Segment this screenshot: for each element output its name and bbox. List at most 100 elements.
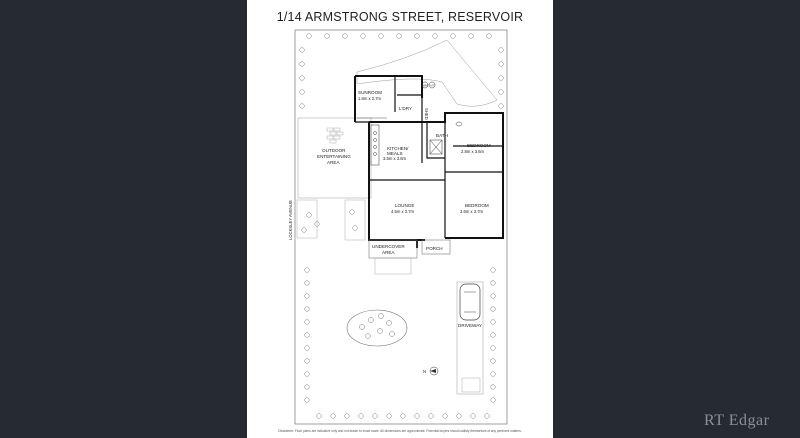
tree-icon [490,397,496,403]
tree-icon [490,332,496,338]
kitchen-size: 3.5m x 3.6m [383,156,407,161]
street-label: LOCKSLEY AVENUE [288,200,293,240]
porch-label: PORCH [426,246,443,251]
sunroom-size: 1.8m x 2.7m [358,96,382,101]
north-arrow-icon [429,366,439,376]
tree-icon [490,319,496,325]
sunroom-label: SUNROOM [358,90,382,95]
tree-icon [304,345,310,351]
undercover-label: UNDERCOVER [372,244,405,249]
tree-icon [304,358,310,364]
undercover-label-2: AREA [382,250,395,255]
tree-icon [342,33,348,39]
tree-icon [304,267,310,273]
tree-icon [324,33,330,39]
tree-icon [304,293,310,299]
tree-icon [490,358,496,364]
undercover-area-outline [368,239,418,259]
kitchen-label-2: MEALS [387,151,403,156]
disclaimer-text: Disclaimer: Floor plans are indicative o… [278,429,522,433]
tree-icon [486,33,492,39]
side-garden [296,199,318,239]
garden-bed-trees [359,313,395,339]
tree-icon [414,33,420,39]
side-garden-2 [344,199,366,241]
tree-icon [442,413,448,419]
shed-label: SHED [424,108,429,120]
tree-icon [490,280,496,286]
tree-icon [358,413,364,419]
garden-bed [346,309,408,347]
lounge-label: LOUNGE [395,203,414,208]
bedroom1-label: BEDROOM [467,143,491,148]
tree-icon [306,33,312,39]
tree-icon [490,306,496,312]
bath-fixtures [429,121,463,155]
tree-icon [386,413,392,419]
tree-icon [330,413,336,419]
tree-icon [396,33,402,39]
tree-icon [304,371,310,377]
bath-label: BATH [436,133,448,138]
tree-icon [304,319,310,325]
tree-icon [304,397,310,403]
tree-icon [352,225,358,231]
house-walls [354,75,504,248]
tree-icon [299,47,305,53]
tree-icon [378,33,384,39]
outdoor-label-3: AREA [327,160,340,165]
tree-icon [498,89,504,95]
undercover-paving [374,257,412,275]
tree-icon [470,413,476,419]
tree-icon [490,345,496,351]
tree-icon [304,280,310,286]
tree-icon [316,413,322,419]
tree-icon [456,413,462,419]
tree-icon [299,89,305,95]
hot-water-icon [428,81,436,89]
porch-outline [421,239,451,255]
tree-icon [468,33,474,39]
brand-logo: RT Edgar [704,412,770,429]
tree-icon [400,413,406,419]
tree-icon [450,33,456,39]
tree-icon [432,33,438,39]
tree-icon [301,227,307,233]
bedroom1-size: 2.8m x 3.6m [461,149,485,154]
tree-icon [299,61,305,67]
plan-title: 1/14 ARMSTRONG STREET, RESERVOIR [276,10,524,24]
bedroom2-size: 3.6m x 3.7m [460,209,484,214]
tree-icon [349,209,355,215]
tree-icon [498,103,504,109]
bedroom2-label: BEDROOM [465,203,489,208]
car-icon [459,283,481,321]
floor-plan-sheet: 1/14 ARMSTRONG STREET, RESERVOIR [247,0,553,438]
tree-icon [490,293,496,299]
curved-garden-path [356,39,498,107]
kitchen-bench [370,124,380,166]
tree-icon [304,306,310,312]
washing-machine-icon [421,81,429,89]
outdoor-paving-icon [326,127,344,144]
tree-icon [490,371,496,377]
laundry-appliances: WM HT [421,81,436,89]
tree-icon [484,413,490,419]
tree-icon [360,33,366,39]
tree-icon [306,212,312,218]
tree-icon [498,75,504,81]
lounge-size: 4.5m x 3.7m [391,209,415,214]
ht-label: HT [431,84,435,88]
driveway [456,281,484,395]
property-boundary [294,29,508,425]
tree-icon [498,47,504,53]
tree-icon [414,413,420,419]
tree-icon [498,61,504,67]
tree-icon [428,413,434,419]
floor-plan-diagram: WM HT [288,29,508,425]
north-label: N [423,369,426,374]
tree-icon [344,413,350,419]
tree-icon [490,267,496,273]
kitchen-label: KITCHEN/ [387,146,409,151]
interior-walls [355,76,503,238]
garden-trees [299,33,504,419]
